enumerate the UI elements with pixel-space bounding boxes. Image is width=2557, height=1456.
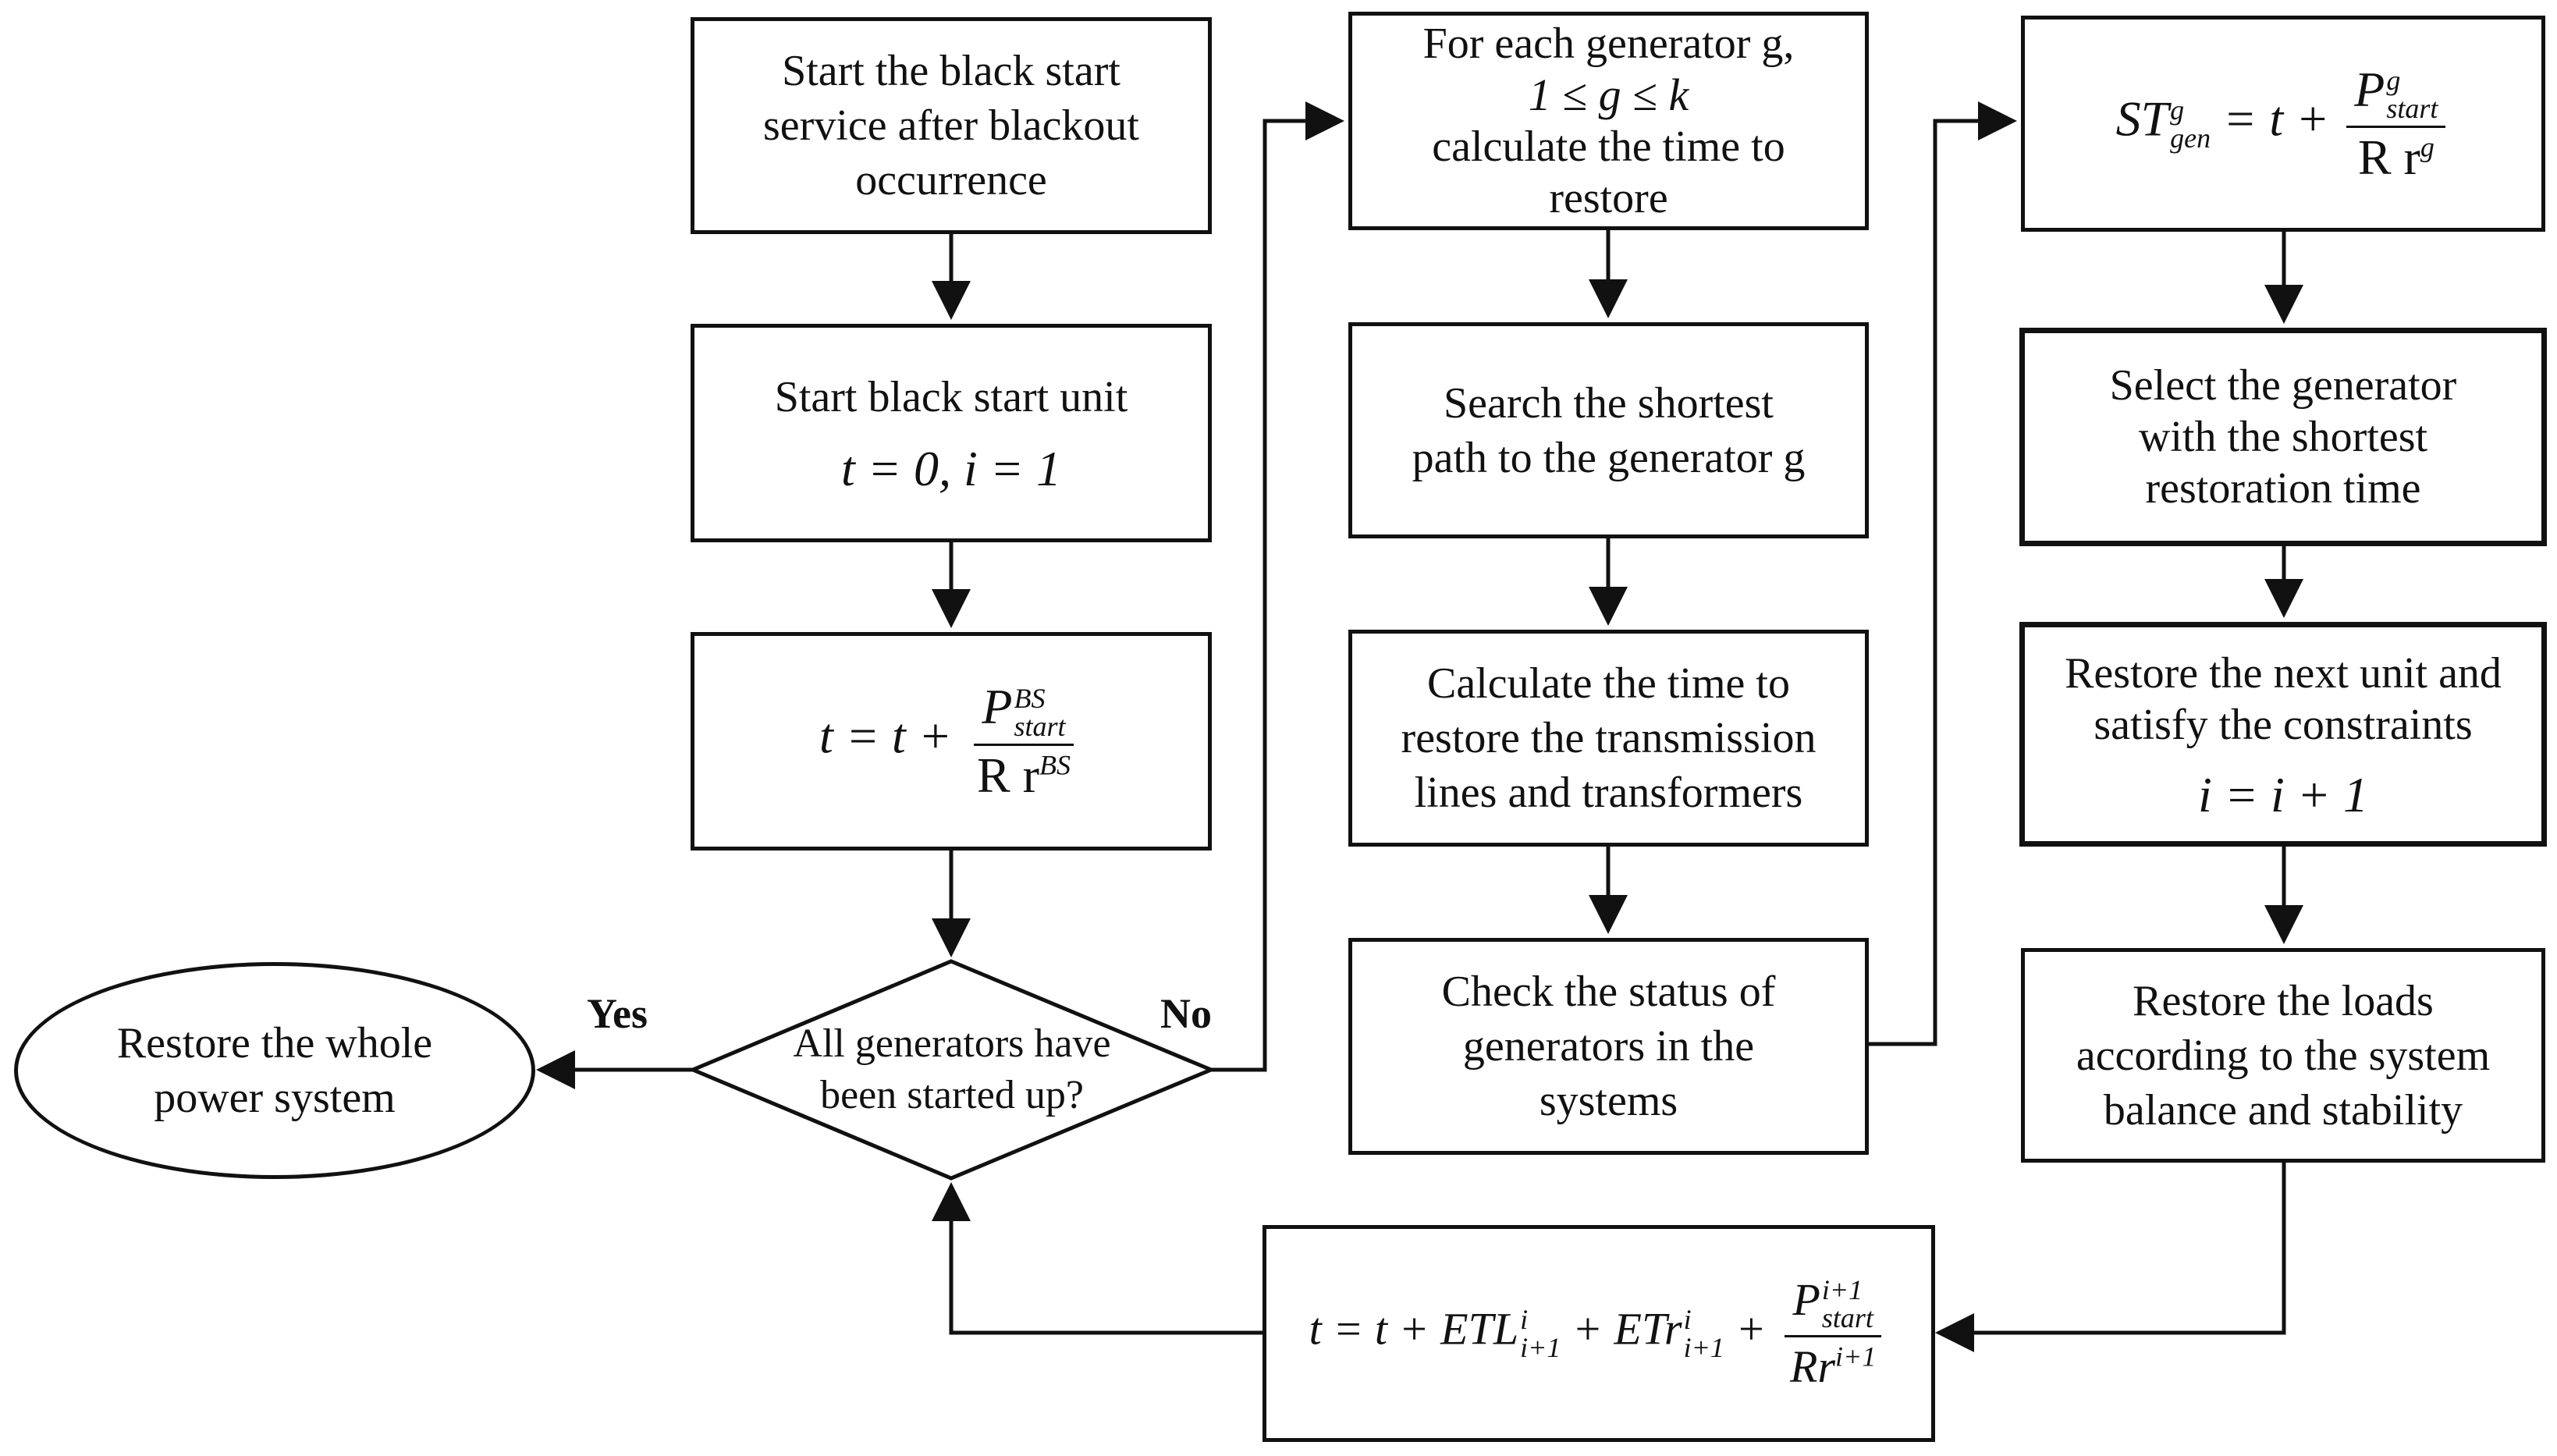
for-each-line-1: For each generator g, xyxy=(1422,20,1795,68)
calc-lines-line-1: Calculate the time to xyxy=(1427,659,1790,708)
final-num-sup: i+1 xyxy=(1821,1274,1863,1306)
st-lhs-sub: gen xyxy=(2170,122,2211,154)
bs-time-num-sup: BS xyxy=(1014,682,1046,714)
select-gen-line-3: restoration time xyxy=(2145,464,2421,513)
final-lhs: t = t + ETL xyxy=(1309,1303,1519,1355)
restore-loads-line-3: balance and stability xyxy=(2103,1085,2463,1135)
decision-line-1: All generators have xyxy=(793,1021,1111,1066)
check-status-line-3: systems xyxy=(1539,1077,1678,1125)
arrow-final-to-decision xyxy=(932,1182,1263,1335)
yes-label: Yes xyxy=(587,990,648,1037)
st-den-sup: g xyxy=(2420,131,2434,163)
st-num-sub: start xyxy=(2386,93,2438,125)
restore-next-line-1: Restore the next unit and xyxy=(2065,649,2502,698)
final-den: Rr xyxy=(1790,1341,1836,1393)
restore-loads-line-2: according to the system xyxy=(2076,1031,2491,1080)
decision-line-2: been started up? xyxy=(820,1073,1084,1117)
start-service-box: Start the black start service after blac… xyxy=(691,17,1212,234)
bs-time-den: R r xyxy=(976,747,1039,803)
select-gen-line-2: with the shortest xyxy=(2138,413,2428,461)
bs-time-den-sup: BS xyxy=(1039,749,1071,781)
decision-diamond xyxy=(687,959,1216,1181)
arrow-loads-to-final xyxy=(1935,1163,2286,1352)
restore-next-box: Restore the next unit and satisfy the co… xyxy=(2019,622,2547,847)
no-label: No xyxy=(1160,990,1212,1037)
decision-text: All generators have been started up? xyxy=(733,1014,1170,1125)
final-num-sub: start xyxy=(1821,1302,1873,1334)
bs-time-lhs: t = t + xyxy=(819,708,952,764)
for-each-box: For each generator g, 1 ≤ g ≤ k calculat… xyxy=(1348,12,1869,230)
arrow-decision-no xyxy=(1211,101,1344,1072)
search-path-line-1: Search the shortest xyxy=(1444,378,1774,428)
select-gen-line-1: Select the generator xyxy=(2109,361,2457,410)
check-status-box: Check the status of generators in the sy… xyxy=(1348,938,1869,1155)
final-den-sup: i+1 xyxy=(1835,1341,1877,1373)
restore-loads-line-1: Restore the loads xyxy=(2133,976,2434,1025)
st-lhs-sup: g xyxy=(2170,94,2185,126)
restore-whole-line-1: Restore the whole xyxy=(116,1019,433,1067)
bs-time-num: P xyxy=(982,679,1013,735)
final-plus-etr: + ETr xyxy=(1571,1303,1682,1355)
search-path-line-2: path to the generator g xyxy=(1412,433,1806,482)
bs-time-num-sub: start xyxy=(1014,710,1066,742)
for-each-line-2: 1 ≤ g ≤ k xyxy=(1528,69,1689,120)
for-each-line-3: calculate the time to xyxy=(1432,123,1785,171)
st-den: R r xyxy=(2357,130,2420,186)
final-plus: + xyxy=(1735,1303,1767,1355)
st-num-sup: g xyxy=(2386,65,2401,97)
restore-next-equation: i = i + 1 xyxy=(2198,767,2368,822)
calc-lines-box: Calculate the time to restore the transm… xyxy=(1348,630,1869,847)
restore-whole-ellipse: Restore the whole power system xyxy=(14,962,535,1179)
start-unit-equation: t = 0, i = 1 xyxy=(841,441,1061,496)
start-unit-label: Start black start unit xyxy=(774,373,1128,421)
for-each-line-4: restore xyxy=(1549,174,1668,222)
calc-lines-line-2: restore the transmission xyxy=(1401,714,1817,762)
start-service-line-2: service after blackout xyxy=(763,101,1139,150)
start-unit-box: Start black start unit t = 0, i = 1 xyxy=(691,324,1212,542)
final-num: P xyxy=(1792,1273,1820,1325)
st-mid: = t + xyxy=(2223,91,2330,147)
arrow-check-to-st xyxy=(1869,101,2017,1046)
start-service-line-1: Start the black start xyxy=(782,47,1120,95)
final-etl-sup: i xyxy=(1520,1304,1529,1335)
st-num: P xyxy=(2354,61,2385,117)
restore-loads-box: Restore the loads according to the syste… xyxy=(2021,948,2545,1163)
search-path-box: Search the shortest path to the generato… xyxy=(1348,322,1869,538)
restore-next-line-2: satisfy the constraints xyxy=(2094,701,2473,749)
check-status-line-1: Check the status of xyxy=(1441,968,1776,1016)
final-etr-sub: i+1 xyxy=(1683,1332,1724,1363)
final-etr-sup: i xyxy=(1683,1304,1692,1335)
final-etl-sub: i+1 xyxy=(1520,1332,1561,1363)
check-status-line-2: generators in the xyxy=(1462,1022,1755,1071)
start-service-line-3: occurrence xyxy=(855,156,1047,204)
st-lhs: ST xyxy=(2115,91,2169,147)
calc-lines-line-3: lines and transformers xyxy=(1414,769,1803,817)
select-gen-box: Select the generator with the shortest r… xyxy=(2019,328,2547,546)
restore-whole-line-2: power system xyxy=(154,1074,396,1122)
